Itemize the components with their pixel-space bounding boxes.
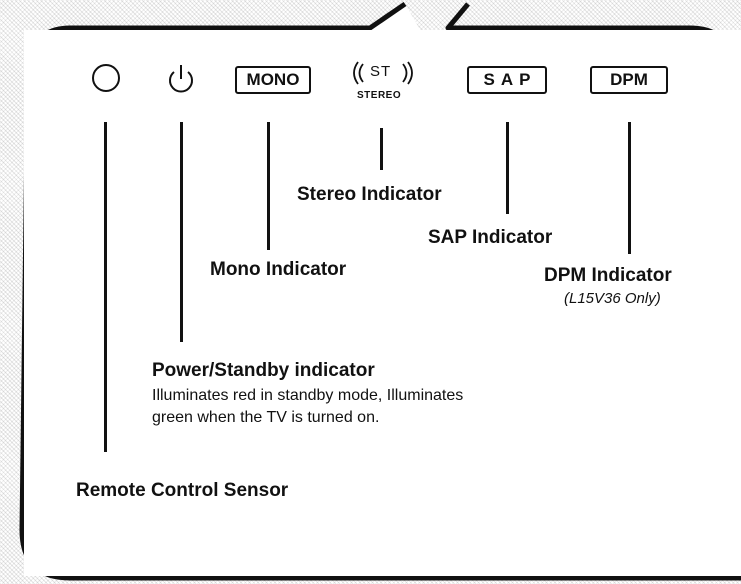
power-standby-desc-line2: green when the TV is turned on. [152,409,380,426]
dpm-leader-line [628,122,631,254]
stereo-indicator-label: Stereo Indicator [297,184,442,205]
stereo-icon: ST STEREO [348,58,418,106]
stereo-leader-line [380,128,383,170]
stereo-waves-icon [353,61,413,85]
remote-sensor-label: Remote Control Sensor [76,480,289,501]
power-icon [169,65,193,93]
power-standby-desc-line1: Illuminates red in standby mode, Illumin… [152,387,464,404]
mono-indicator-label: Mono Indicator [210,259,347,280]
panel-fill [24,30,741,576]
dpm-indicator-label: DPM Indicator [544,265,672,286]
mono-icon: MONO [235,66,311,94]
remote-leader-line [104,122,107,452]
dpm-model-note: (L15V36 Only) [564,290,661,307]
power-standby-label: Power/Standby indicator [152,360,375,381]
power-leader-line [180,122,183,342]
sap-leader-line [506,122,509,214]
sap-icon: SAP [467,66,547,94]
mono-leader-line [267,122,270,250]
dpm-icon: DPM [590,66,668,94]
remote-sensor-icon [92,64,120,92]
sap-indicator-label: SAP Indicator [428,227,553,248]
stereo-icon-symbol: ST [370,63,392,80]
stereo-icon-text: STEREO [357,90,402,101]
